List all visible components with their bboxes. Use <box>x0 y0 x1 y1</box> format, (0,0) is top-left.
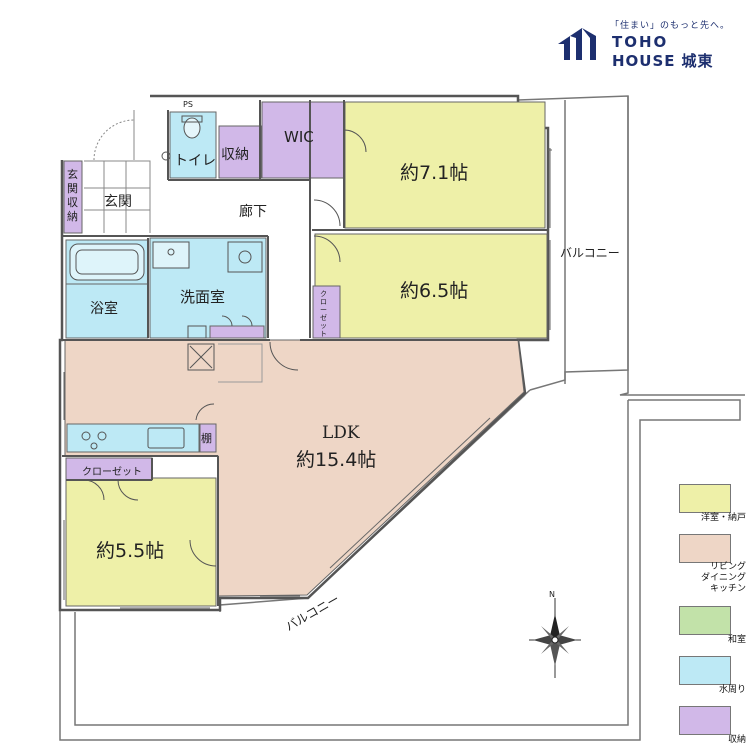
closet-2-fill <box>312 285 341 339</box>
door-swings <box>83 129 367 567</box>
legend-item-water: 水周り <box>676 656 750 706</box>
bedroom-1-fill <box>344 101 546 229</box>
kitchen-shelf <box>199 423 217 453</box>
shelf-label: 棚 <box>201 432 212 445</box>
legend-item-japanese: 和室 <box>676 606 750 656</box>
closet-label: クローゼット <box>82 467 142 478</box>
legend-item-ldk: リビング ダイニング キッチン <box>676 534 750 606</box>
washing-machine <box>227 241 263 273</box>
color-legend: 洋室・納戸 リビング ダイニング キッチン 和室 水周り 収納 <box>676 484 750 756</box>
bedroom-2-label: 約6.5帖 <box>400 280 469 302</box>
brand-name-line2: HOUSE 城東 <box>612 50 714 71</box>
brand-mark-icon <box>558 28 596 60</box>
windows <box>63 148 552 609</box>
corridor-label: 廊下 <box>239 204 267 220</box>
room-fills <box>63 101 548 607</box>
ps-label: PS <box>183 100 193 109</box>
entrance-storage-label: 玄関収納 <box>67 168 78 223</box>
legend-label: 和室 <box>727 635 746 645</box>
entrance-storage-fill <box>63 160 83 234</box>
entrance-label: 玄関 <box>104 194 132 210</box>
bathtub <box>69 243 145 281</box>
legend-label: 洋室・納戸 <box>700 513 746 523</box>
legend-label: 収納 <box>727 735 746 745</box>
brand-logo: 「住まい」のもっと先へ。 TOHO HOUSE 城東 <box>556 16 746 70</box>
bath-label: 浴室 <box>90 301 118 317</box>
legend-swatch <box>679 534 731 563</box>
legend-swatch <box>679 656 731 685</box>
legend-item-western: 洋室・納戸 <box>676 484 750 534</box>
brand-name-house: HOUSE <box>612 52 676 70</box>
legend-swatch <box>679 606 731 635</box>
ldk-title-label: LDK <box>322 423 360 443</box>
legend-label: リビング ダイニング キッチン <box>700 562 746 594</box>
brand-branch: 城東 <box>681 52 714 70</box>
balcony-east-label: バルコニー <box>560 246 620 260</box>
toilet-fixture <box>183 117 201 139</box>
wic-label: WIC <box>284 128 314 146</box>
kitchen-sink <box>147 427 185 449</box>
brand-tagline: 「住まい」のもっと先へ。 <box>610 21 731 31</box>
bath-lower-fill <box>65 283 149 339</box>
storage-label: 収納 <box>221 147 249 163</box>
stove <box>81 431 91 441</box>
compass-north-label: N <box>549 590 555 599</box>
legend-label: 水周り <box>718 685 746 695</box>
storage-fill <box>218 125 262 179</box>
bedroom-3-label: 約5.5帖 <box>96 540 165 562</box>
entrance-hall <box>84 110 151 233</box>
bedroom-3-fill <box>65 477 217 607</box>
legend-swatch <box>679 484 731 513</box>
wic-fill <box>261 101 345 179</box>
compass-rose <box>529 598 581 678</box>
legend-swatch <box>679 706 731 735</box>
ldk-size-label: 約15.4帖 <box>296 449 377 471</box>
closet-vertical-label: クローゼット <box>320 290 327 338</box>
fixtures <box>69 115 263 450</box>
bedroom-1-label: 約7.1帖 <box>400 162 469 184</box>
legend-item-storage: 収納 <box>676 706 750 756</box>
interior-walls <box>62 100 548 606</box>
washroom-label: 洗面室 <box>180 288 226 306</box>
brand-name-line1: TOHO <box>612 33 669 51</box>
washroom-storage-fill <box>209 325 265 339</box>
bedroom-2-fill <box>314 233 548 339</box>
toilet-label: トイレ <box>174 153 216 169</box>
